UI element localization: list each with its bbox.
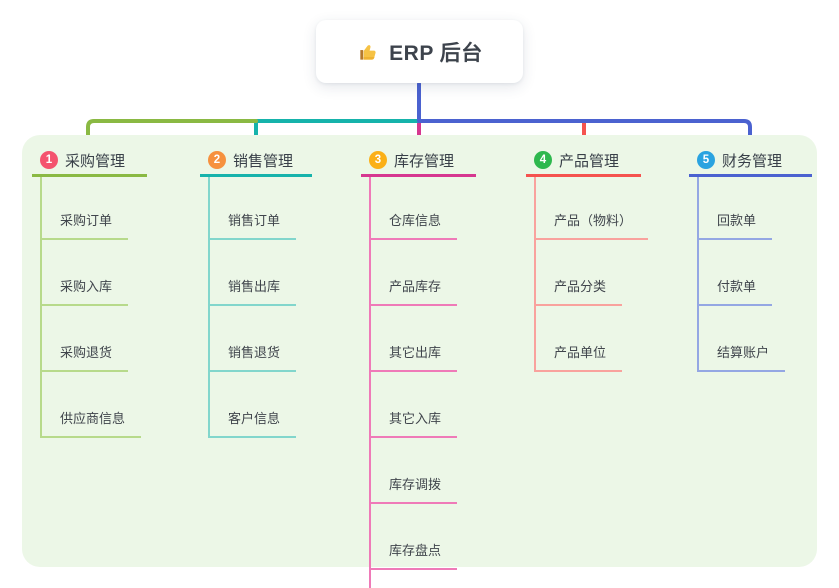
child-node[interactable]: 产品库存 [371,240,458,306]
child-node[interactable]: 供应商信息 [42,372,142,438]
branch-children: 采购订单 采购入库 采购退货 供应商信息 [40,177,142,438]
branch-inventory: 3 库存管理 仓库信息 产品库存 其它出库 其它入库 库存调拨 库存盘点 出库库… [361,146,476,588]
branch-children: 销售订单 销售出库 销售退货 客户信息 [208,177,297,438]
child-node[interactable]: 销售出库 [210,240,297,306]
branch-label: 产品管理 [559,152,620,170]
branch-label: 采购管理 [65,152,126,170]
child-node[interactable]: 仓库信息 [371,177,458,240]
child-node[interactable]: 其它入库 [371,372,458,438]
child-node[interactable]: 出库库明细 [371,570,470,588]
branch-number-badge: 2 [208,151,226,169]
child-node[interactable]: 回款单 [699,177,773,240]
branches-panel [22,135,817,567]
child-node[interactable]: 销售订单 [210,177,297,240]
branch-purchase: 1 采购管理 采购订单 采购入库 采购退货 供应商信息 [32,146,147,438]
branch-title-purchase[interactable]: 1 采购管理 [32,146,147,177]
thumbs-up-icon [360,45,376,60]
branch-children: 仓库信息 产品库存 其它出库 其它入库 库存调拨 库存盘点 出库库明细 [369,177,470,588]
branch-title-product[interactable]: 4 产品管理 [526,146,641,177]
branch-label: 销售管理 [233,152,294,170]
branch-label: 库存管理 [394,152,455,170]
branch-finance: 5 财务管理 回款单 付款单 结算账户 [689,146,812,372]
branch-product: 4 产品管理 产品（物料） 产品分类 产品单位 [526,146,649,372]
branch-children: 产品（物料） 产品分类 产品单位 [534,177,649,372]
child-node[interactable]: 库存盘点 [371,504,458,570]
branch-sales: 2 销售管理 销售订单 销售出库 销售退货 客户信息 [200,146,312,438]
child-node[interactable]: 付款单 [699,240,773,306]
child-node[interactable]: 产品分类 [536,240,623,306]
child-node[interactable]: 产品单位 [536,306,623,372]
branch-title-sales[interactable]: 2 销售管理 [200,146,312,177]
branch-title-finance[interactable]: 5 财务管理 [689,146,812,177]
child-node[interactable]: 销售退货 [210,306,297,372]
root-title: ERP 后台 [389,41,483,65]
child-node[interactable]: 采购入库 [42,240,129,306]
child-node[interactable]: 结算账户 [699,306,786,372]
branch-title-inventory[interactable]: 3 库存管理 [361,146,476,177]
child-node[interactable]: 库存调拨 [371,438,458,504]
child-node[interactable]: 产品（物料） [536,177,649,240]
branch-label: 财务管理 [722,152,783,170]
child-node[interactable]: 采购订单 [42,177,129,240]
branch-number-badge: 1 [40,151,58,169]
child-node[interactable]: 客户信息 [210,372,297,438]
branch-number-badge: 3 [369,151,387,169]
branch-children: 回款单 付款单 结算账户 [697,177,786,372]
child-node[interactable]: 采购退货 [42,306,129,372]
branch-number-badge: 4 [534,151,552,169]
root-node[interactable]: ERP 后台 [316,20,523,83]
child-node[interactable]: 其它出库 [371,306,458,372]
branch-number-badge: 5 [697,151,715,169]
